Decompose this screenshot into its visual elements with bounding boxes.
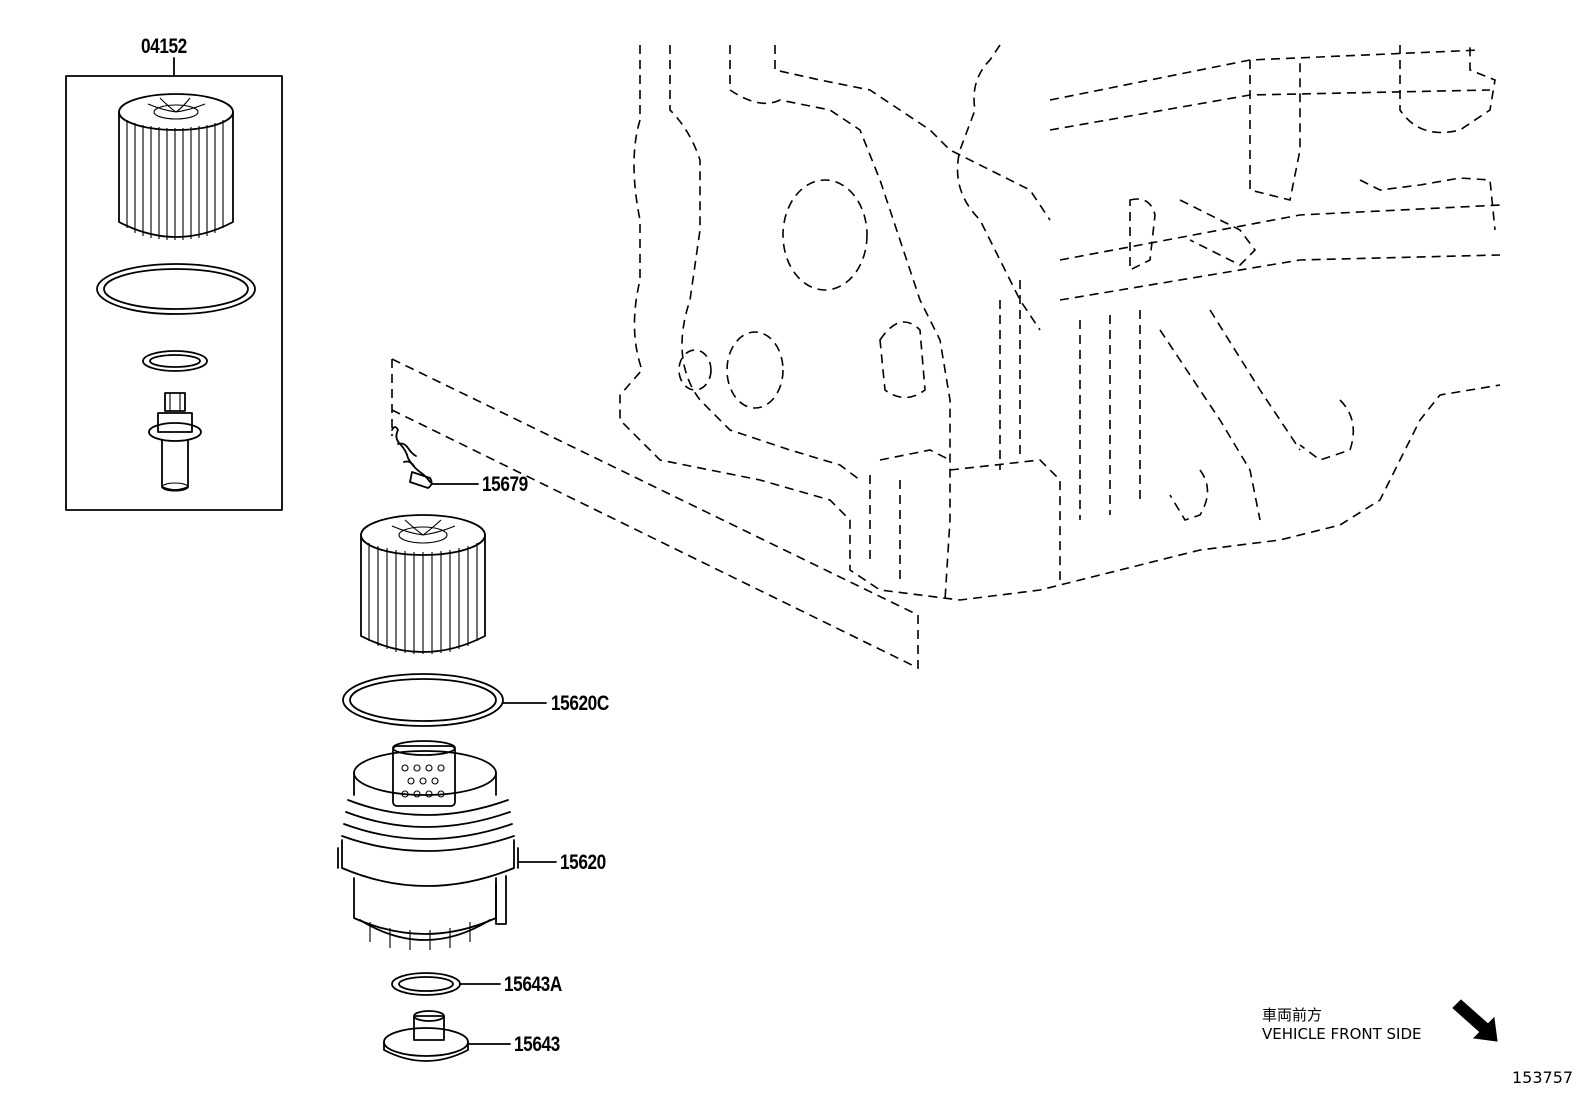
callout-15643: 15643	[514, 1033, 560, 1056]
engine-block-outline	[619, 44, 1501, 601]
kit-drain-pipe-icon	[148, 392, 202, 492]
direction-label-english: VEHICLE FRONT SIDE	[1262, 1025, 1422, 1043]
callout-04152: 04152	[141, 35, 187, 58]
callout-15679: 15679	[482, 473, 528, 496]
kit-small-o-ring-icon	[142, 350, 208, 372]
kit-filter-element-icon	[118, 93, 234, 240]
part-15643A-o-ring-icon	[391, 972, 501, 996]
callout-15643A: 15643A	[504, 973, 562, 996]
part-15643-plug-icon	[383, 1010, 511, 1062]
arrow-down-right-icon	[1452, 999, 1498, 1042]
direction-label-japanese: 車両前方	[1262, 1006, 1323, 1024]
kit-box	[65, 75, 283, 511]
callout-15620: 15620	[560, 851, 606, 874]
kit-large-o-ring-icon	[96, 263, 256, 315]
kit-04152-group	[65, 57, 283, 511]
figure-number: 153757	[1512, 1068, 1574, 1087]
callout-15620C: 15620C	[551, 692, 609, 715]
part-15679-clip-icon	[391, 426, 479, 489]
filter-element-icon	[360, 514, 486, 654]
part-15620-cap-icon	[337, 740, 557, 950]
assembly-guide-lines	[391, 358, 919, 670]
part-15620C-o-ring-icon	[342, 673, 547, 727]
